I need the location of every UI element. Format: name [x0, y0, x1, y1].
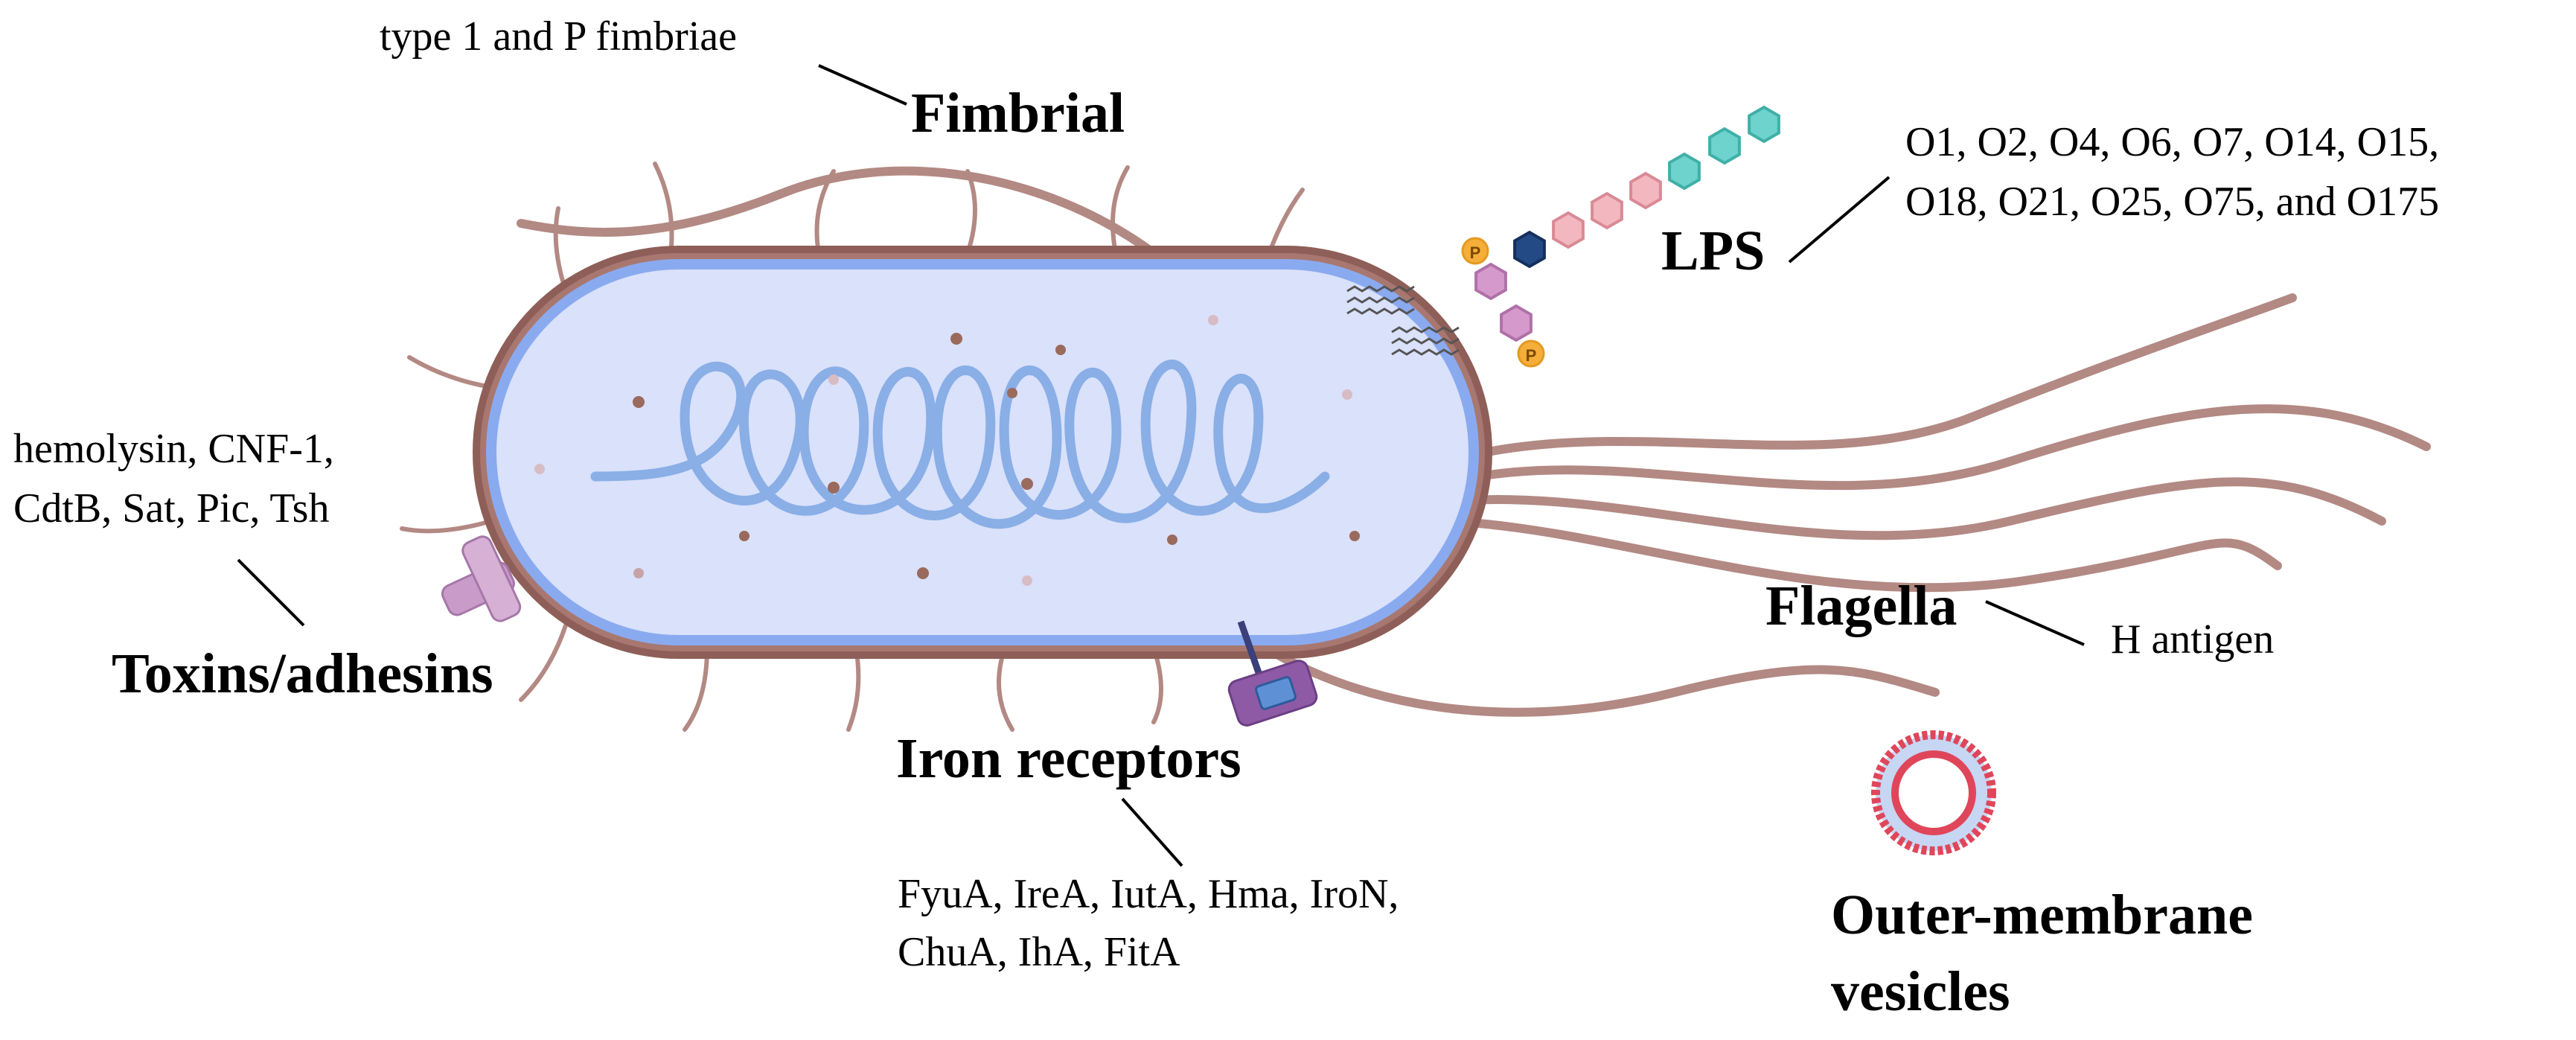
flagella-heading: Flagella: [1765, 575, 1957, 637]
flagella-detail: H antigen: [2111, 616, 2275, 663]
toxins-detail-line1: hemolysin, CNF-1,: [13, 426, 334, 472]
lps-o-antigen-unit: [1552, 211, 1585, 249]
lps-chain: [1474, 105, 1780, 342]
lps-lipid-a-sugar: [1474, 262, 1507, 301]
fimbria: [683, 645, 709, 732]
fimbrial-heading: Fimbrial: [911, 82, 1125, 144]
flagellum: [1466, 518, 2282, 593]
fimbria: [519, 623, 568, 702]
cell-body: [473, 246, 1492, 659]
fimbrial-detail: type 1 and P fimbriae: [380, 13, 738, 60]
fimbria: [846, 645, 861, 732]
lps-lipid-tails: [1346, 285, 1460, 356]
ribosome-dot: [828, 374, 839, 385]
nucleoid-dna: [590, 359, 1330, 529]
fimbria: [814, 169, 836, 255]
lps-o-antigen-unit: [1748, 105, 1780, 144]
ribosome-dot: [828, 482, 840, 494]
iron-heading: Iron receptors: [896, 727, 1241, 790]
iron-detail-line2: ChuA, IhA, FitA: [898, 929, 1180, 975]
iron-detail-line1: FyuA, IreA, IutA, Hma, IroN,: [898, 871, 1399, 917]
leader-line-flagella: [1985, 600, 2085, 646]
ribosome-dot: [1208, 315, 1218, 325]
flagella-group: [517, 166, 2431, 717]
phosphate-label: P: [1526, 346, 1537, 365]
ribosome-dots: [534, 315, 1360, 586]
ribosome-dot: [1167, 535, 1177, 545]
flagellum: [1466, 477, 2386, 540]
lps-o-antigen-unit: [1708, 127, 1741, 165]
ribosome-dot: [1055, 345, 1066, 355]
leader-line-iron: [1121, 797, 1183, 867]
ribosome-dot: [1007, 388, 1017, 398]
phosphate-label: P: [1470, 243, 1481, 262]
lps-detail-line1: O1, O2, O4, O6, O7, O14, O15,: [1905, 119, 2440, 165]
phosphate-group: P: [1517, 339, 1545, 368]
leader-line-toxins: [237, 558, 305, 627]
toxin-adhesin-protein: [441, 535, 522, 622]
lps-o-antigen-unit: [1668, 152, 1701, 191]
lps-detail-line2: O18, O21, O25, O75, and O175: [1905, 179, 2440, 225]
flagellum: [1466, 293, 2297, 460]
flagellum: [517, 166, 1158, 258]
flagellum: [1261, 643, 1940, 717]
fimbria: [400, 519, 493, 534]
omv-heading-line2: vesicles: [1831, 960, 2010, 1023]
ribosome-dot: [739, 531, 750, 541]
phosphate-group: P: [1461, 237, 1489, 265]
ribosome-dot: [950, 333, 962, 345]
leader-line-lps: [1788, 176, 1891, 264]
fimbria: [407, 355, 493, 389]
lps-o-antigen-unit: [1629, 171, 1662, 210]
lps-core-sugar: [1513, 230, 1546, 269]
fimbria: [965, 169, 977, 255]
ribosome-dot: [1342, 389, 1352, 400]
ribosome-dot: [534, 464, 545, 474]
lps-lipid-a-sugar: [1500, 304, 1533, 342]
toxins-detail-line2: CdtB, Sat, Pic, Tsh: [13, 485, 330, 532]
toxins-heading: Toxins/adhesins: [112, 642, 493, 705]
fimbria: [997, 645, 1014, 732]
ribosome-dot: [1022, 575, 1032, 586]
ribosome-dot: [633, 568, 644, 578]
omv-heading-line1: Outer-membrane: [1831, 884, 2253, 946]
leader-line-fimbrial: [818, 64, 907, 106]
ribosome-dot: [633, 396, 645, 408]
fimbria: [1110, 165, 1130, 259]
iron-receptor-protein: [1227, 620, 1318, 727]
ribosome-dot: [1021, 478, 1033, 490]
outer-membrane-vesicle: [1871, 730, 1996, 855]
ribosome-dot: [1349, 531, 1360, 541]
lps-o-antigen-unit: [1591, 191, 1623, 230]
leader-lines: [237, 64, 2085, 867]
fimbria: [553, 206, 568, 293]
flagellum: [1466, 404, 2431, 491]
ribosome-dot: [917, 567, 929, 579]
lps-heading: LPS: [1661, 220, 1765, 282]
